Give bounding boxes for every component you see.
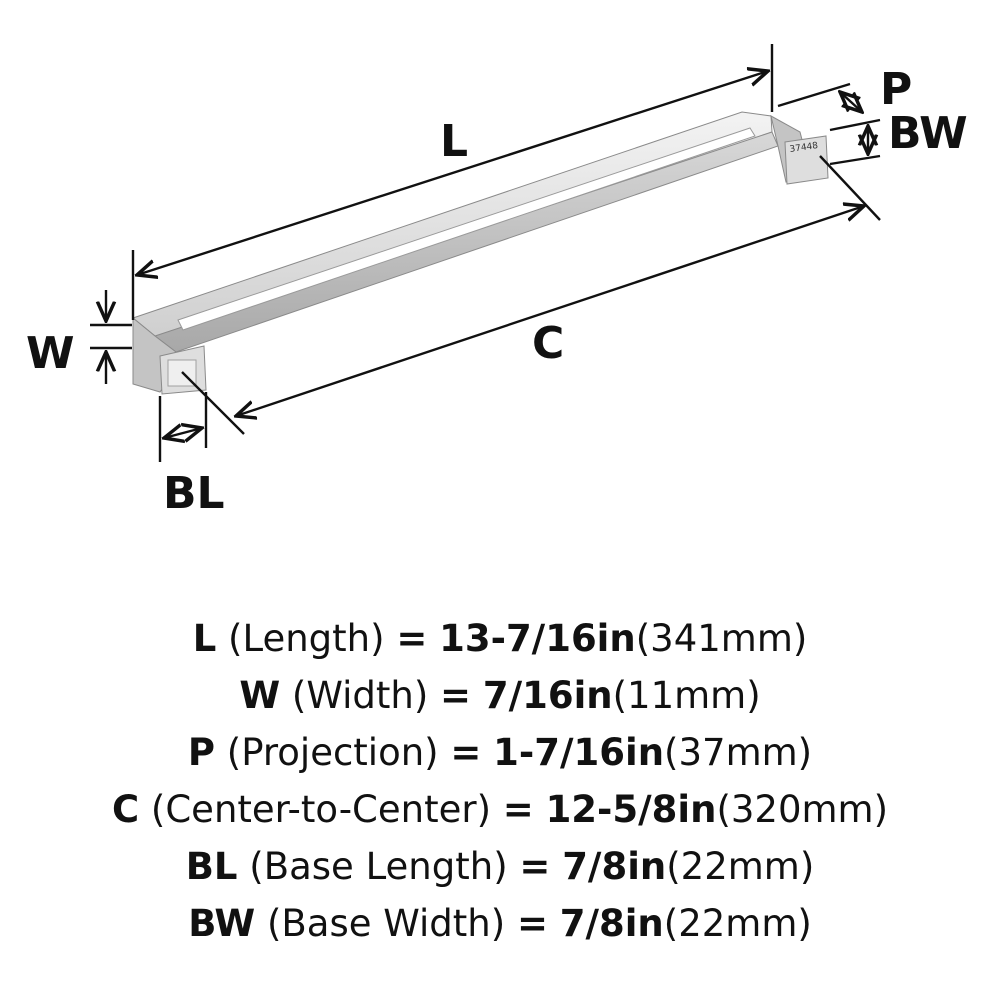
part-number-stamp: 37448 (789, 141, 819, 155)
spec-equals: = (519, 845, 551, 888)
dimension-diagram: 37448 L C W BL P BW (26, 44, 968, 519)
base-length-dimension-line (164, 428, 202, 438)
spec-description: (Center-to-Center) (150, 788, 492, 831)
spec-key: L (192, 617, 217, 660)
projection-label: P (880, 64, 912, 115)
spec-equals: = (450, 731, 482, 774)
right-base (784, 135, 829, 185)
spec-metric-value: (22mm) (663, 902, 812, 945)
spec-description: (Width) (291, 674, 429, 717)
center-dimension-line (236, 206, 864, 416)
spec-metric-value: (11mm) (612, 674, 761, 717)
spec-description: (Length) (228, 617, 385, 660)
spec-metric-value: (37mm) (664, 731, 813, 774)
spec-description: (Base Length) (249, 845, 508, 888)
spec-row-width: W (Width) = 7/16in(11mm) (0, 667, 1000, 724)
spec-metric-value: (22mm) (666, 845, 815, 888)
spec-description: (Projection) (226, 731, 439, 774)
spec-description: (Base Width) (266, 902, 506, 945)
length-label: L (440, 116, 468, 167)
center-label: C (532, 318, 564, 369)
projection-dimension-line (840, 92, 862, 112)
spec-key: P (187, 731, 216, 774)
spec-imperial-value: 12-5/8in (545, 788, 717, 831)
spec-metric-value: (341mm) (635, 617, 808, 660)
spec-equals: = (516, 902, 548, 945)
spec-row-projection: P (Projection) = 1-7/16in(37mm) (0, 724, 1000, 781)
spec-equals: = (502, 788, 534, 831)
spec-row-base-length: BL (Base Length) = 7/8in(22mm) (0, 838, 1000, 895)
spec-imperial-value: 13-7/16in (439, 617, 636, 660)
base-width-extension-bottom (829, 154, 881, 166)
spec-imperial-value: 1-7/16in (493, 731, 665, 774)
spec-key: C (111, 788, 140, 831)
spec-row-base-width: BW (Base Width) = 7/8in(22mm) (0, 895, 1000, 952)
spec-row-center-to-center: C (Center-to-Center) = 12-5/8in(320mm) (0, 781, 1000, 838)
base-width-extension-top (829, 118, 881, 132)
spec-key: BW (188, 902, 256, 945)
spec-equals: = (396, 617, 428, 660)
specifications-list: L (Length) = 13-7/16in(341mm) W (Width) … (0, 610, 1000, 952)
base-length-label: BL (163, 468, 225, 519)
spec-metric-value: (320mm) (716, 788, 889, 831)
dimension-lines (90, 44, 881, 462)
spec-row-length: L (Length) = 13-7/16in(341mm) (0, 610, 1000, 667)
spec-key: BL (185, 845, 238, 888)
center-extension-right (819, 155, 881, 221)
center-extension-left (181, 371, 245, 435)
base-width-label: BW (888, 108, 968, 159)
projection-extension-top (777, 82, 851, 108)
spec-equals: = (440, 674, 472, 717)
spec-imperial-value: 7/8in (559, 902, 664, 945)
width-label: W (26, 328, 75, 379)
spec-key: W (239, 674, 281, 717)
spec-imperial-value: 7/16in (482, 674, 613, 717)
spec-imperial-value: 7/8in (562, 845, 667, 888)
